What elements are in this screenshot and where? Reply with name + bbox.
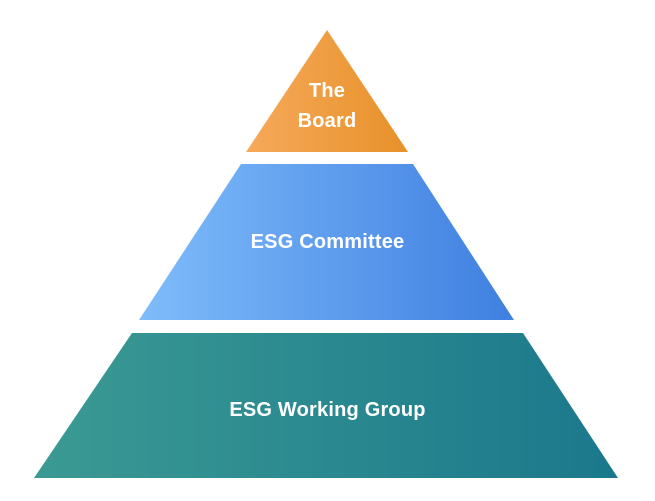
- tier-committee-shape: [139, 164, 514, 320]
- tier-board-label: The Board: [277, 76, 377, 136]
- tier-working-group-shape: [34, 333, 618, 478]
- tier-board-shape: [246, 30, 408, 152]
- tier-working-group-label: ESG Working Group: [229, 399, 426, 421]
- tier-board-label-line2: Board: [297, 110, 357, 132]
- tier-committee-label: ESG Committee: [250, 231, 405, 253]
- tier-board-label-line1: The: [308, 80, 346, 102]
